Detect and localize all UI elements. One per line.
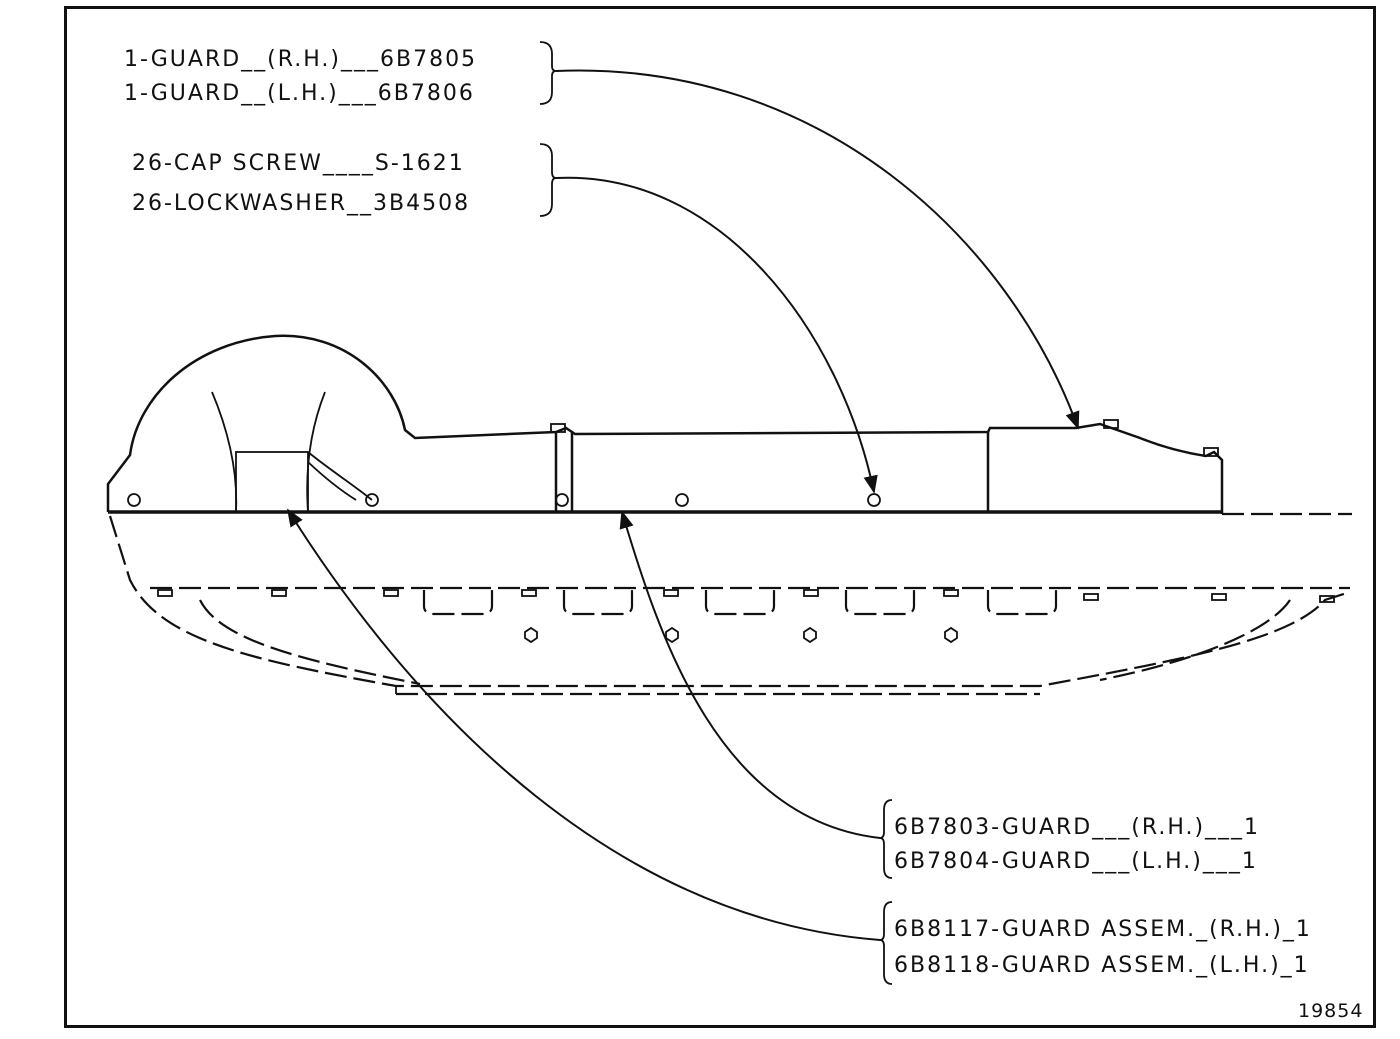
upper-guard-outline [106,334,1352,516]
lower-hull-outline [108,515,1351,696]
callout-top-guard-brace [539,41,557,105]
callout-guard-assembly-brace [879,901,893,985]
callout-side-guard-brace [879,799,893,879]
callout-side-guard-line1: 6B7803-GUARD___(R.H.)___1 [894,815,1260,840]
callout-guard-assembly-line1: 6B8117-GUARD ASSEM._(R.H.)_1 [894,917,1312,942]
leader-top-guard [555,69,1080,430]
leader-cap-screw [555,176,878,494]
callout-side-guard: 6B7803-GUARD___(R.H.)___1 6B7804-GUARD__… [879,799,1260,879]
callout-top-guard: 1-GUARD__(R.H.)___6B7805 1-GUARD__(L.H.)… [124,41,557,106]
callout-hardware-brace [539,143,557,217]
callout-hardware: 26-CAP SCREW____S-1621 26-LOCKWASHER__3B… [132,143,557,217]
callout-side-guard-line2: 6B7804-GUARD___(L.H.)___1 [894,849,1258,874]
callout-hardware-line2: 26-LOCKWASHER__3B4508 [132,191,470,216]
callout-guard-assembly-line2: 6B8118-GUARD ASSEM._(L.H.)_1 [894,953,1310,978]
leader-guard-assembly [287,508,881,941]
callout-guard-assembly: 6B8117-GUARD ASSEM._(R.H.)_1 6B8118-GUAR… [879,901,1312,985]
callout-top-guard-line1: 1-GUARD__(R.H.)___6B7805 [124,47,477,72]
callout-hardware-line1: 26-CAP SCREW____S-1621 [132,151,465,176]
leader-side-guard [619,510,881,839]
callout-top-guard-line2: 1-GUARD__(L.H.)___6B7806 [124,81,475,106]
drawing-border [64,6,1376,1028]
figure-number: 19854 [1298,1000,1363,1022]
